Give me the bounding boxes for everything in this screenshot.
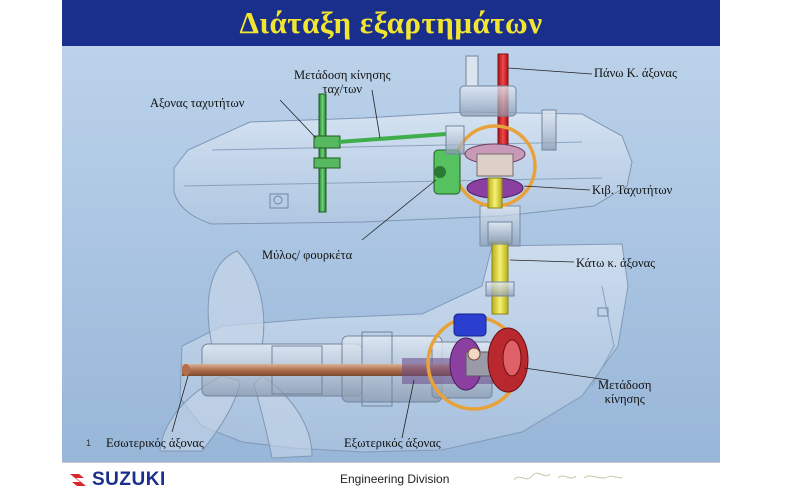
label-line-2: κίνησης xyxy=(604,392,645,406)
label-upper-drive-shaft: Πάνω Κ. άξονας xyxy=(594,66,677,80)
label-power-transmission: Μετάδοση κίνησης xyxy=(598,378,651,406)
suzuki-s-logo-icon xyxy=(70,474,86,486)
label-shift-shaft: Αξονας ταχυτήτων xyxy=(150,96,245,110)
label-line-2: ταχ/των xyxy=(322,82,363,96)
label-outer-shaft: Εξωτερικός άξονας xyxy=(344,436,441,450)
outboard-gearcase-diagram xyxy=(159,53,633,459)
label-gearbox: Κιβ. Ταχυτήτων xyxy=(592,183,673,197)
slide-title: Διάταξη εξαρτημάτων xyxy=(239,5,543,40)
suzuki-logo: SUZUKI xyxy=(68,469,166,491)
title-bar: Διάταξη εξαρτημάτων xyxy=(62,0,720,46)
label-inner-shaft: Εσωτερικός άξονας xyxy=(106,436,204,450)
label-power-transmission-shift: Μετάδοση κίνησης ταχ/των xyxy=(294,68,391,96)
page-number: 1 xyxy=(86,438,92,448)
label-line-1: Μετάδοση κίνησης xyxy=(294,68,391,82)
label-lower-drive-shaft: Κάτω κ. άξονας xyxy=(576,256,656,270)
footer: SUZUKI Engineering Division xyxy=(62,462,720,493)
signature-mark-icon xyxy=(513,472,623,481)
label-line-1: Μετάδοση xyxy=(598,378,652,392)
brand-name: SUZUKI xyxy=(92,469,166,490)
diagram-area: Μετάδοση κίνησης ταχ/των Αξονας ταχυτήτω… xyxy=(62,46,720,462)
label-clutch-fork: Μύλος/ φουρκέτα xyxy=(262,248,353,262)
slide: Διάταξη εξαρτημάτων xyxy=(62,0,720,493)
division-name: Engineering Division xyxy=(340,472,450,486)
